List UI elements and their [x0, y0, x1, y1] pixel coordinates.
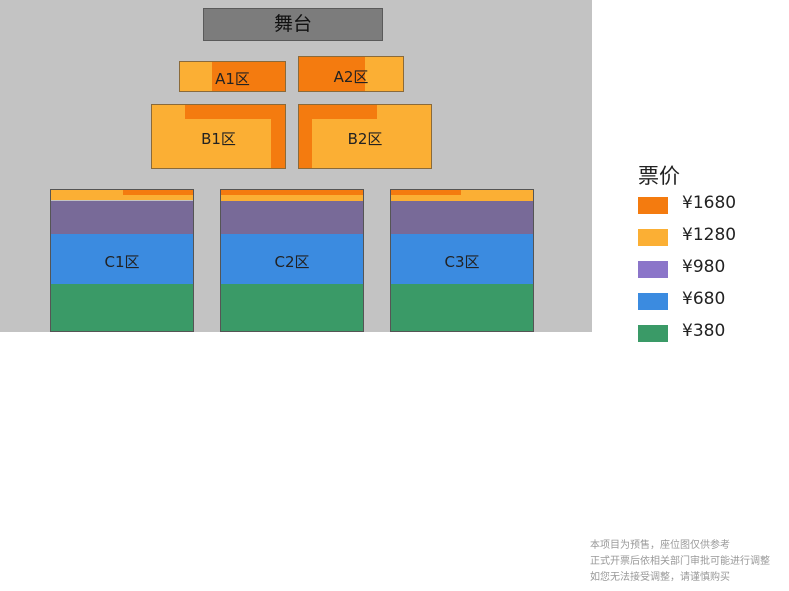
zone-c1-380-band: [51, 284, 193, 331]
zone-b1-1680-side: [271, 105, 285, 168]
zone-c3-380-band: [391, 284, 533, 331]
zone-c1-1680-strip: [123, 190, 193, 195]
zone-c1-680-band: [51, 234, 193, 284]
venue-seating-map: 舞台 A1区 A2区 B1区 B2区 C1区 C2区: [0, 0, 592, 332]
zone-a1-1680-section: [212, 62, 285, 91]
zone-c2-1680-strip: [221, 190, 363, 195]
legend-swatch-1680: [638, 197, 668, 214]
zone-c1-label: C1区: [104, 253, 140, 271]
legend-label-1680: ¥1680: [682, 193, 737, 213]
zone-c2-1280-band: [221, 195, 363, 201]
legend-swatch-680: [638, 293, 668, 310]
legend-title: 票价: [638, 164, 680, 188]
stage: 舞台: [203, 8, 383, 41]
zone-c1-980-band: [51, 201, 193, 234]
legend-swatch-380: [638, 325, 668, 342]
zone-c3[interactable]: C3区: [390, 189, 534, 332]
notice-line-2: 正式开票后依相关部门审批可能进行调整: [590, 556, 770, 567]
zone-b1-1680-top: [185, 105, 285, 119]
zone-c2-380-band: [221, 284, 363, 331]
zone-b1[interactable]: B1区: [151, 104, 286, 169]
zone-c3-1680-strip: [391, 190, 461, 195]
zone-c1-1280-band-right: [123, 195, 193, 200]
zone-c1[interactable]: C1区: [50, 189, 194, 332]
zone-b2-1680-top: [299, 105, 377, 119]
zone-b2-label: B2区: [347, 130, 383, 148]
legend-swatch-980: [638, 261, 668, 278]
notice-line-3: 如您无法接受调整，请谨慎购买: [590, 572, 730, 583]
zone-c2[interactable]: C2区: [220, 189, 364, 332]
zone-b2[interactable]: B2区: [298, 104, 432, 169]
zone-a2[interactable]: A2区: [298, 56, 404, 92]
zone-c1-1280-band: [51, 190, 123, 200]
zone-c3-1280-band-left: [391, 195, 461, 201]
zone-a1[interactable]: A1区: [179, 61, 286, 92]
zone-c2-label: C2区: [274, 253, 310, 271]
zone-c3-1280-band: [461, 190, 533, 201]
zone-c3-680-band: [391, 234, 533, 284]
legend-label-680: ¥680: [682, 289, 726, 309]
legend-label-1280: ¥1280: [682, 225, 737, 245]
zone-b2-1680-side: [299, 105, 312, 168]
legend-swatch-1280: [638, 229, 668, 246]
notice-line-1: 本项目为预售，座位图仅供参考: [590, 540, 730, 551]
zone-c3-980-band: [391, 201, 533, 234]
zone-b1-label: B1区: [201, 130, 236, 148]
legend-label-980: ¥980: [682, 257, 726, 277]
zone-c3-label: C3区: [444, 253, 480, 271]
legend-label-380: ¥380: [682, 321, 726, 341]
zone-a2-label: A2区: [333, 68, 369, 86]
zone-c2-680-band: [221, 234, 363, 284]
zone-a1-label: A1区: [215, 70, 250, 88]
zone-c2-980-band: [221, 201, 363, 234]
zone-a2-1680-section: [299, 57, 365, 91]
